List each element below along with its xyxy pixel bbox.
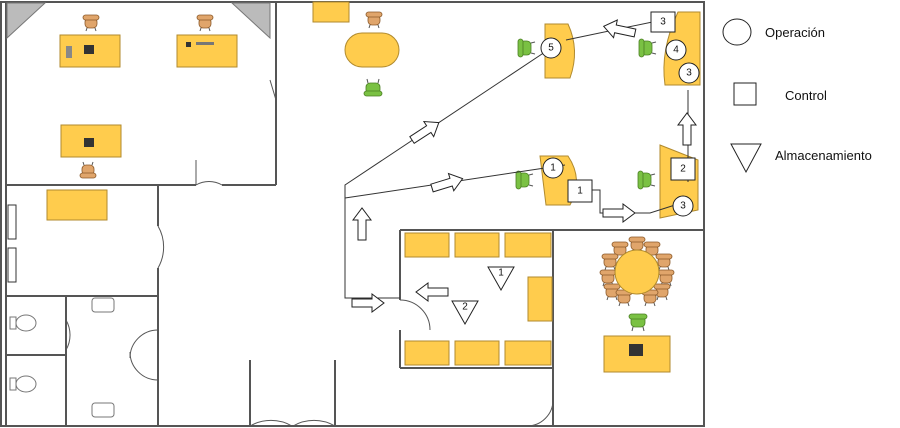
sink-icon — [91, 297, 115, 418]
chair — [628, 313, 648, 332]
storage-legend-icon — [730, 143, 762, 174]
legend-storage-label: Almacenamiento — [775, 148, 872, 163]
operation-number: 5 — [548, 43, 554, 54]
storage-marker: 1 — [487, 266, 515, 292]
chair — [637, 170, 656, 190]
chair — [365, 11, 383, 29]
operation-control-marker: 2 — [670, 157, 696, 181]
control-number: 3 — [660, 17, 666, 28]
operation-number: 3 — [686, 68, 692, 79]
operation-marker: 1 — [542, 157, 564, 179]
chair — [82, 14, 100, 32]
operation-number: 2 — [680, 164, 686, 175]
toilet-icon — [9, 314, 37, 393]
chair — [515, 170, 534, 190]
operation-number: 4 — [673, 45, 679, 56]
operation-marker: 3 — [678, 62, 700, 84]
doors — [65, 79, 554, 427]
control-marker: 1 — [567, 179, 593, 203]
legend: Operación Control Almacenamiento — [722, 18, 872, 174]
storage-number: 2 — [462, 302, 468, 313]
chair — [638, 38, 657, 58]
control-number: 1 — [577, 186, 583, 197]
meeting-table — [614, 249, 660, 295]
walls — [0, 1, 705, 427]
operation-marker: 5 — [540, 37, 562, 59]
chair — [517, 38, 536, 58]
legend-operation-label: Operación — [765, 25, 825, 40]
storage-number: 1 — [498, 268, 504, 279]
desk — [344, 32, 400, 68]
corner-fill-left — [6, 2, 47, 40]
operation-marker: 3 — [672, 195, 694, 217]
desk — [46, 1, 350, 221]
computer-icon — [629, 344, 643, 356]
desk — [404, 232, 553, 366]
cabinet — [7, 204, 17, 240]
operation-number: 1 — [550, 163, 556, 174]
operation-marker: 4 — [665, 39, 687, 61]
operation-legend-icon — [722, 18, 752, 46]
storage-marker: 2 — [451, 300, 479, 326]
control-legend-icon — [733, 82, 757, 106]
chair — [363, 78, 383, 97]
chair — [196, 14, 214, 32]
legend-control-label: Control — [785, 88, 827, 103]
corner-fill-right — [230, 2, 271, 40]
cabinet — [7, 247, 17, 283]
chair — [79, 161, 97, 179]
operation-number: 3 — [680, 201, 686, 212]
control-marker: 3 — [650, 11, 676, 33]
